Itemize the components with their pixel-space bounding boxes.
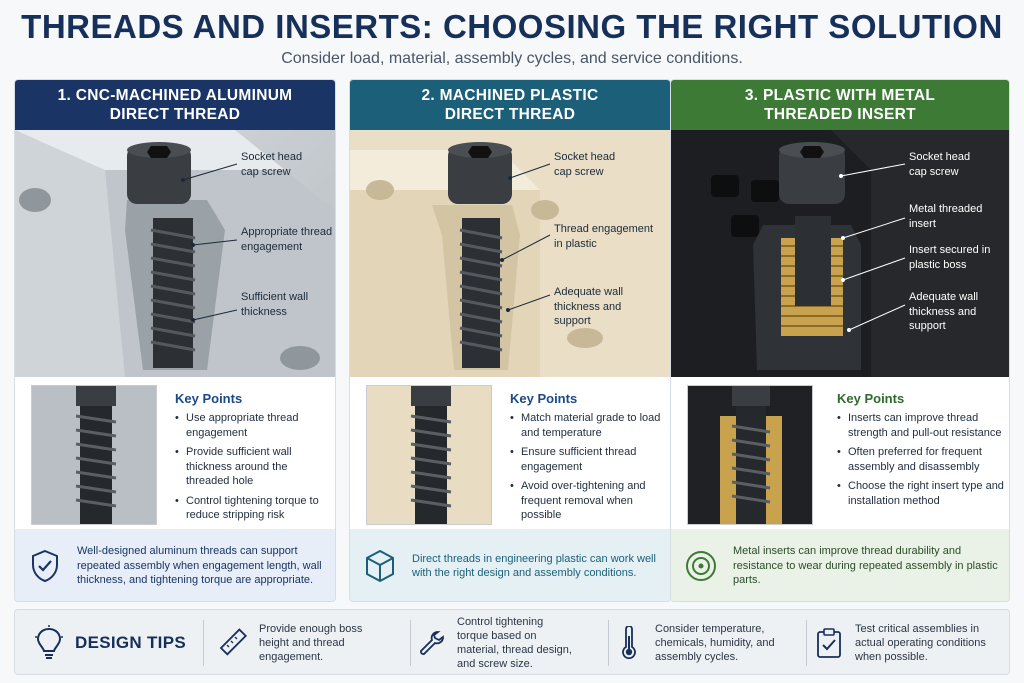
summary-note: Well-designed aluminum threads can suppo…: [15, 529, 335, 601]
lightbulb-icon: [31, 625, 67, 661]
thread-cross-section-image: [366, 385, 492, 525]
list-item: Ensure sufficient thread engagement: [510, 445, 668, 474]
panel-title-line2: DIRECT THREAD: [444, 106, 576, 123]
divider: [410, 620, 411, 666]
list-item: Inserts can improve thread strength and …: [837, 411, 1007, 440]
panel-insert: 3. PLASTIC WITH METAL THREADED INSERT: [670, 79, 1010, 602]
panel-aluminum: 1. CNC-MACHINED ALUMINUM DIRECT THREAD: [14, 79, 336, 602]
list-item: Avoid over-tightening and frequent remov…: [510, 479, 668, 523]
list-item: Choose the right insert type and install…: [837, 479, 1007, 508]
panel-plastic: 2. MACHINED PLASTIC DIRECT THREAD: [349, 79, 671, 602]
panel-header: 1. CNC-MACHINED ALUMINUM DIRECT THREAD: [15, 80, 335, 130]
ruler-icon: [215, 628, 251, 658]
tip-item: Test critical assemblies in actual opera…: [811, 610, 1007, 676]
tip-item: Provide enough boss height and thread en…: [215, 610, 405, 676]
key-points-list: Use appropriate thread engagement Provid…: [175, 411, 333, 528]
panel-header: 2. MACHINED PLASTIC DIRECT THREAD: [350, 80, 670, 130]
page-subtitle: Consider load, material, assembly cycles…: [281, 50, 743, 67]
tip-item: Consider temperature, chemicals, humidit…: [611, 610, 801, 676]
page-title: THREADS AND INSERTS: CHOOSING THE RIGHT …: [21, 8, 1003, 45]
key-points-section: Key Points Inserts can improve thread st…: [671, 377, 1009, 529]
summary-note: Direct threads in engineering plastic ca…: [350, 529, 670, 601]
panel-title-line1: 2. MACHINED PLASTIC: [421, 87, 599, 104]
note-text: Metal inserts can improve thread durabil…: [733, 545, 998, 587]
key-points-section: Key Points Match material grade to load …: [350, 377, 670, 529]
list-item: Often preferred for frequent assembly an…: [837, 445, 1007, 474]
aluminum-screw-illustration: [15, 130, 335, 377]
design-tips-title: DESIGN TIPS: [75, 633, 186, 652]
panel-title-line1: 1. CNC-MACHINED ALUMINUM: [57, 87, 293, 104]
insert-cross-section-image: [687, 385, 813, 525]
clipboard-check-icon: [811, 627, 847, 659]
shield-check-icon: [25, 549, 65, 583]
divider: [608, 620, 609, 666]
key-points-title: Key Points: [175, 391, 243, 406]
panel-header: 3. PLASTIC WITH METAL THREADED INSERT: [671, 80, 1009, 130]
tip-text: Test critical assemblies in actual opera…: [855, 623, 986, 663]
summary-note: Metal inserts can improve thread durabil…: [671, 529, 1009, 601]
list-item: Provide sufficient wall thickness around…: [175, 445, 333, 489]
wrench-icon: [413, 628, 449, 658]
cube-icon: [360, 549, 400, 583]
panel-title-line1: 3. PLASTIC WITH METAL: [744, 87, 936, 104]
key-points-title: Key Points: [510, 391, 578, 406]
note-text: Direct threads in engineering plastic ca…: [412, 552, 656, 580]
key-points-title: Key Points: [837, 391, 905, 406]
insert-screw-illustration: [671, 130, 1009, 377]
key-points-section: Key Points Use appropriate thread engage…: [15, 377, 335, 529]
list-item: Match material grade to load and tempera…: [510, 411, 668, 440]
design-tips-heading: DESIGN TIPS: [31, 610, 186, 676]
panel-title-line2: THREADED INSERT: [764, 106, 916, 123]
tip-item: Control tightening torque based on mater…: [413, 610, 603, 676]
tip-text: Provide enough boss height and thread en…: [259, 623, 363, 663]
plastic-screw-illustration: [350, 130, 670, 377]
panel-title-line2: DIRECT THREAD: [109, 106, 241, 123]
list-item: Use appropriate thread engagement: [175, 411, 333, 440]
thermometer-icon: [611, 626, 647, 660]
design-tips-bar: DESIGN TIPS Provide enough boss height a…: [14, 609, 1010, 675]
thread-cross-section-image: [31, 385, 157, 525]
list-item: Control tightening torque to reduce stri…: [175, 494, 333, 523]
key-points-list: Match material grade to load and tempera…: [510, 411, 668, 528]
note-text: Well-designed aluminum threads can suppo…: [77, 545, 322, 587]
key-points-list: Inserts can improve thread strength and …: [837, 411, 1007, 513]
tip-text: Consider temperature, chemicals, humidit…: [655, 623, 775, 663]
tip-text: Control tightening torque based on mater…: [457, 616, 572, 670]
divider: [203, 620, 204, 666]
divider: [806, 620, 807, 666]
target-icon: [681, 549, 721, 583]
